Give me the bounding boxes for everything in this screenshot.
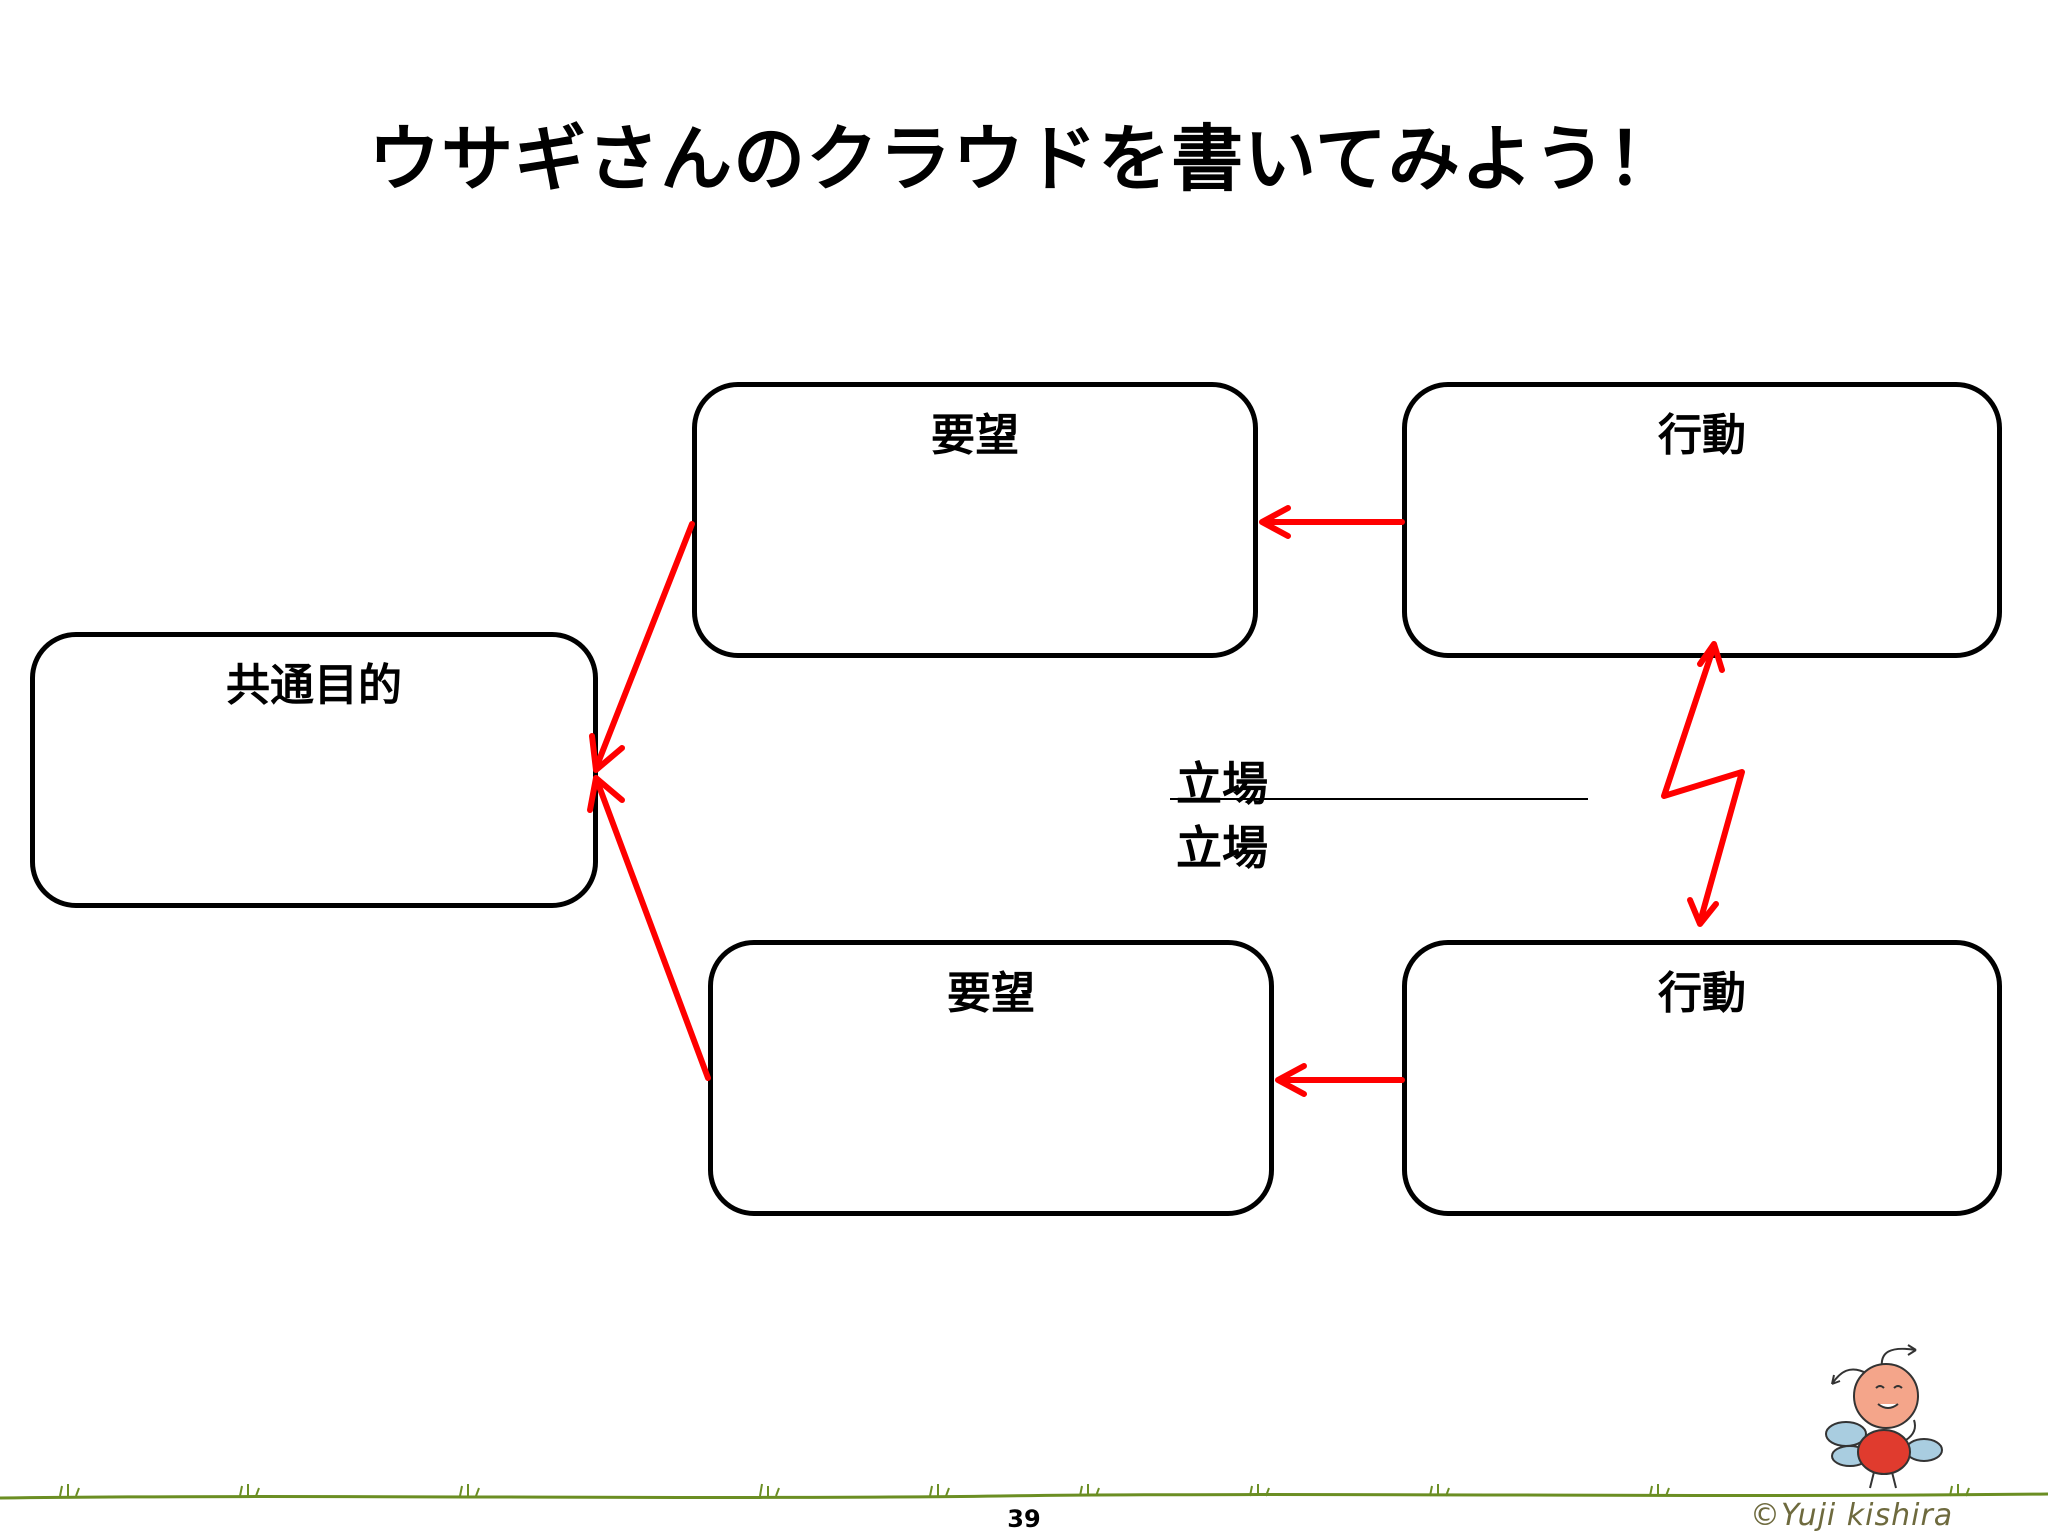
stance-label-top: 立場 [1176, 757, 1268, 811]
action-label-top: 行動 [1658, 410, 1746, 461]
desire-box-bottom: 要望 [708, 940, 1274, 1216]
grass-ground [0, 1483, 2048, 1500]
arrow-desire-top-to-goal [593, 521, 695, 771]
page-number: 39 [1007, 1505, 1041, 1533]
arrowhead-action-bottom-to-desire-bottom [1275, 1063, 1307, 1097]
common-goal-box: 共通目的 [30, 632, 598, 908]
action-label-bottom: 行動 [1658, 968, 1746, 1019]
bee-mascot-illustration [1825, 1344, 1943, 1489]
copyright-signature: ©Yuji kishira [1750, 1498, 1954, 1533]
desire-label-bottom: 要望 [947, 968, 1035, 1019]
stance-label-bottom: 立場 [1176, 821, 1268, 875]
arrow-desire-bottom-to-goal [593, 775, 711, 1081]
conflict-arrowhead-bottom [1687, 897, 1719, 927]
desire-label-top: 要望 [931, 410, 1019, 461]
desire-box-top: 要望 [692, 382, 1258, 658]
stance-divider-line [1170, 798, 1588, 800]
slide-title: ウサギさんのクラウドを書いてみよう！ [368, 117, 1680, 201]
arrowhead-action-top-to-desire-top [1259, 505, 1291, 539]
action-box-top: 行動 [1402, 382, 2002, 658]
action-box-bottom: 行動 [1402, 940, 2002, 1216]
conflict-zigzag-arrow [1661, 643, 1745, 925]
common-goal-label: 共通目的 [226, 660, 402, 711]
